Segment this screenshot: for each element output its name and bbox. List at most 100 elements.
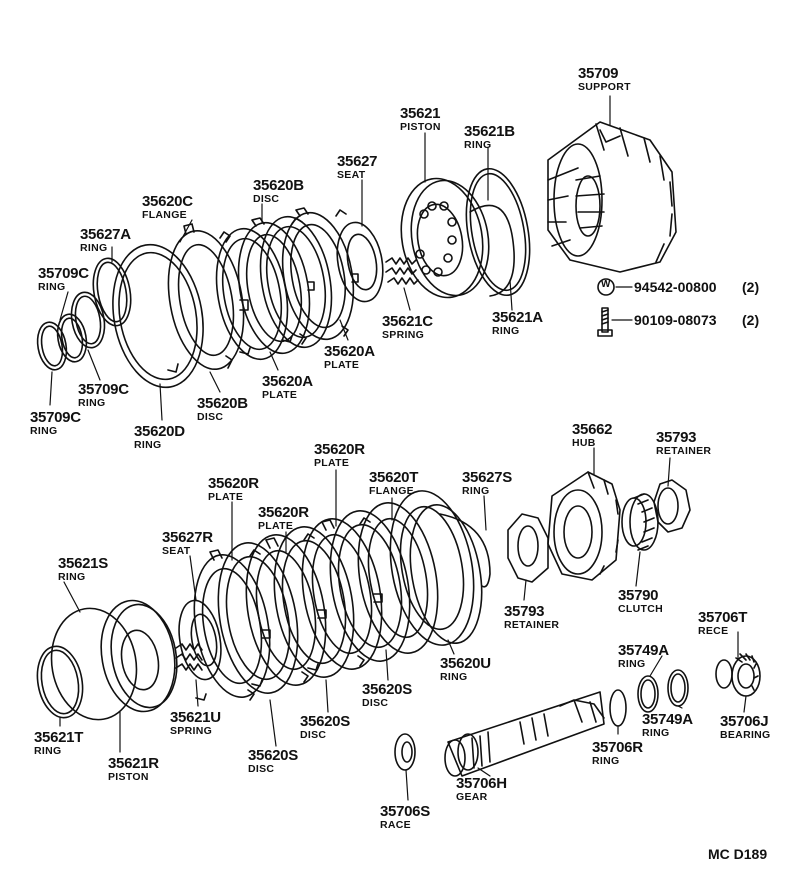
part-name: SPRING	[170, 725, 213, 737]
part-number: 35620A	[324, 343, 375, 360]
ring-35621s	[43, 602, 145, 727]
part-number: 35793	[504, 603, 545, 620]
part-name: HUB	[572, 437, 596, 449]
ring-35621a	[470, 205, 514, 296]
part-name: PLATE	[314, 457, 350, 469]
part-name: BEARING	[720, 729, 771, 741]
part-name: PLATE	[262, 389, 298, 401]
part-number: 35620S	[300, 713, 350, 730]
part-name: RETAINER	[504, 619, 560, 631]
part-name: RING	[618, 658, 646, 670]
part-name: PLATE	[324, 359, 360, 371]
fastener-number: 94542-00800	[634, 279, 717, 295]
part-name: DISC	[253, 193, 280, 205]
part-name: RING	[34, 745, 62, 757]
part-number: 35620R	[258, 504, 309, 521]
label-35620r-c: 35620R PLATE	[258, 505, 309, 532]
label-35706r: 35706R RING	[592, 740, 643, 767]
label-35627: 35627 SEAT	[337, 154, 378, 181]
part-number: 35621B	[464, 123, 515, 140]
hub-35662	[548, 472, 620, 580]
part-number: 35620R	[314, 441, 365, 458]
ring-35706r	[610, 690, 626, 726]
bottom-clutch-pack	[184, 484, 492, 703]
label-35706s: 35706S RACE	[380, 804, 430, 831]
label-35709c-a: 35709C RING	[38, 266, 89, 293]
part-number: 35662	[572, 421, 613, 438]
part-number: 35620A	[262, 373, 313, 390]
part-number: 35621C	[382, 313, 433, 330]
label-35621t: 35621T RING	[34, 730, 83, 757]
part-number: 35709	[578, 65, 619, 82]
piston-35621r	[93, 595, 185, 718]
label-35709c-c: 35709C RING	[30, 410, 81, 437]
part-name: FLANGE	[369, 485, 414, 497]
part-number: 35706R	[592, 739, 643, 756]
part-number: 35621S	[58, 555, 108, 572]
label-35627a: 35627A RING	[80, 227, 131, 254]
ring-35621b-inner	[462, 169, 534, 294]
part-number: 35627A	[80, 226, 131, 243]
gear-shaft-35706h	[445, 692, 604, 776]
seat-35627	[331, 219, 388, 305]
part-name: DISC	[362, 697, 389, 709]
part-number: 35627R	[162, 529, 213, 546]
part-number: 35621R	[108, 755, 159, 772]
part-number: 35621	[400, 105, 441, 122]
retainer-35793-bottom	[508, 514, 548, 582]
part-name: RING	[38, 281, 66, 293]
part-number: 35620S	[248, 747, 298, 764]
ring-35621t-inner	[37, 647, 84, 716]
label-35620c: 35620C FLANGE	[142, 194, 193, 221]
spring-35621u	[176, 644, 202, 670]
label-35749a-a: 35749A RING	[618, 643, 669, 670]
part-name: FLANGE	[142, 209, 187, 221]
part-number: 35621U	[170, 709, 221, 726]
part-number: 35706S	[380, 803, 430, 820]
part-name: RING	[134, 439, 162, 451]
part-name: PISTON	[108, 771, 149, 783]
diagram-code: MC D189	[708, 846, 768, 862]
part-name: RING	[462, 485, 490, 497]
part-name: CLUTCH	[618, 603, 663, 615]
fastener-qty: (2)	[742, 312, 760, 328]
label-35706j: 35706J BEARING	[720, 714, 771, 741]
part-number: 35709C	[30, 409, 81, 426]
label-35621s: 35621S RING	[58, 556, 108, 583]
leader-lines	[50, 96, 746, 800]
label-35620u: 35620U RING	[440, 656, 491, 683]
label-35620d: 35620D RING	[134, 424, 185, 451]
part-name: DISC	[197, 411, 224, 423]
fastener-number: 90109-08073	[634, 312, 717, 328]
label-35620r-b: 35620R PLATE	[208, 476, 259, 503]
piston-35621	[392, 172, 497, 304]
part-name: SEAT	[337, 169, 366, 181]
label-35621c: 35621C SPRING	[382, 314, 433, 341]
seat-35627-inner	[343, 232, 380, 292]
label-35621r: 35621R PISTON	[108, 756, 159, 783]
part-name: DISC	[300, 729, 327, 741]
label-35621a: 35621A RING	[492, 310, 543, 337]
label-35706h: 35706H GEAR	[456, 776, 507, 803]
part-name: RACE	[380, 819, 411, 831]
race-35706s	[395, 734, 415, 770]
label-35620a-b: 35620A PLATE	[324, 344, 375, 371]
label-35793-bottom: 35793 RETAINER	[504, 604, 559, 631]
part-number: 35620U	[440, 655, 491, 672]
support-drum	[548, 122, 676, 272]
part-number: 35790	[618, 587, 659, 604]
label-35627s: 35627S RING	[462, 470, 512, 497]
oneway-clutch-35790	[622, 494, 658, 550]
part-name: PLATE	[258, 520, 294, 532]
label-35620a-a: 35620A PLATE	[262, 374, 313, 401]
part-name: RING	[492, 325, 520, 337]
part-name: RING	[30, 425, 58, 437]
part-name: RING	[80, 242, 108, 254]
ring-35621t	[32, 643, 88, 722]
label-35749a-b: 35749A RING	[642, 712, 693, 739]
part-number: 35620B	[253, 177, 304, 194]
label-35620t: 35620T FLANGE	[369, 470, 418, 497]
part-number: 35620R	[208, 475, 259, 492]
part-number: 35620B	[197, 395, 248, 412]
